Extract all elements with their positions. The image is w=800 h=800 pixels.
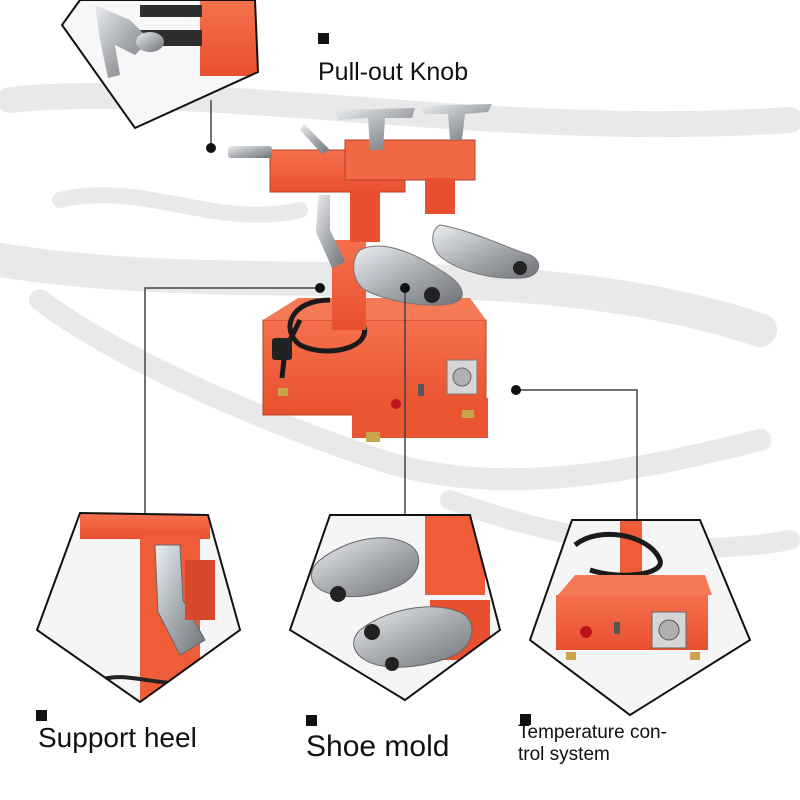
callout-lines (144, 100, 638, 520)
support-heel-marker (36, 710, 47, 721)
pull-out-knob-label: Pull-out Knob (318, 58, 469, 86)
inset-shoe-mold (288, 514, 502, 702)
callout-dots (206, 143, 521, 395)
heel-shaping-machine (228, 104, 540, 442)
pull-out-knob-marker (318, 33, 329, 44)
shoe-mold-marker (306, 715, 317, 726)
shoe-mold-label: Shoe mold (306, 730, 450, 763)
temperature-control-label-line1: Temperature con- (518, 722, 667, 743)
inset-pull-out-knob (60, 0, 260, 130)
inset-support-heel (35, 511, 242, 704)
temperature-control-label-line2: trol system (518, 744, 610, 765)
temperature-control-marker (520, 714, 531, 725)
temperature-control-label: Temperature con- trol system (518, 722, 688, 766)
support-heel-label: Support heel (38, 722, 197, 753)
